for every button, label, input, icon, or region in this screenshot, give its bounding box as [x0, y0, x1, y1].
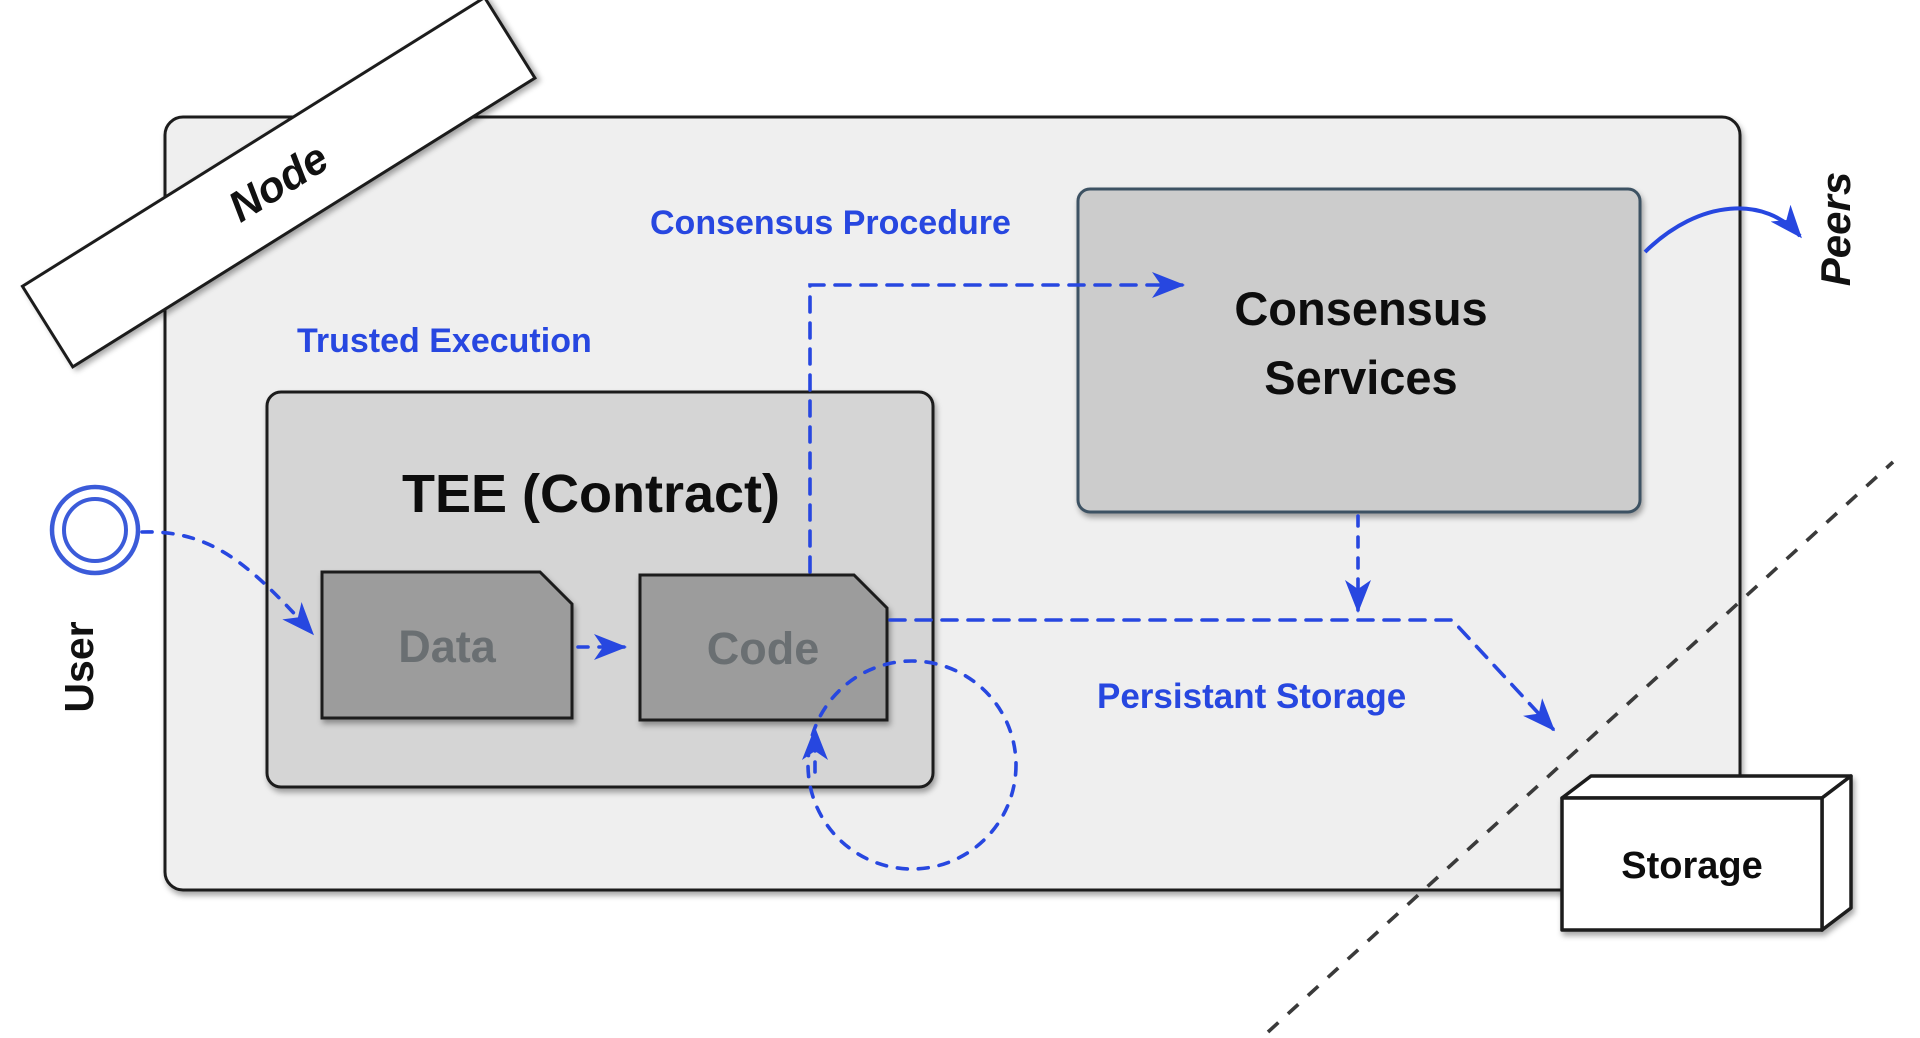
storage-box-3d: Storage: [1560, 774, 1853, 932]
node-tag: Node: [20, 0, 538, 369]
peers-label: Peers: [1812, 172, 1859, 286]
data-chip-label: Data: [398, 621, 497, 672]
code-self-loop: [806, 659, 1018, 871]
consensus-procedure-arrow: [808, 272, 1185, 574]
consensus-services-label-line2: Services: [1264, 351, 1457, 404]
data-chip: [320, 570, 574, 720]
consensus-services-label-line1: Consensus: [1234, 282, 1487, 335]
storage-front-face: [1560, 796, 1824, 932]
peers-arrow: [1643, 204, 1802, 254]
node-storage-boundary-line: [1266, 460, 1895, 1034]
user-label: User: [56, 621, 102, 712]
user-icon: [49, 484, 141, 576]
trusted-execution-label: Trusted Execution: [297, 322, 592, 360]
tee-title: TEE (Contract): [402, 464, 780, 524]
user-to-data-arrow: [140, 530, 315, 636]
storage-label: Storage: [1621, 845, 1762, 887]
storage-top-face: [1560, 774, 1853, 800]
code-chip-label: Code: [707, 623, 820, 674]
consensus-procedure-label: Consensus Procedure: [650, 204, 1011, 242]
consensus-services-box: [1076, 187, 1642, 514]
persistent-storage-arrow: [888, 618, 1556, 732]
persistent-storage-label: Persistant Storage: [1097, 677, 1406, 716]
storage-right-face: [1820, 774, 1853, 932]
